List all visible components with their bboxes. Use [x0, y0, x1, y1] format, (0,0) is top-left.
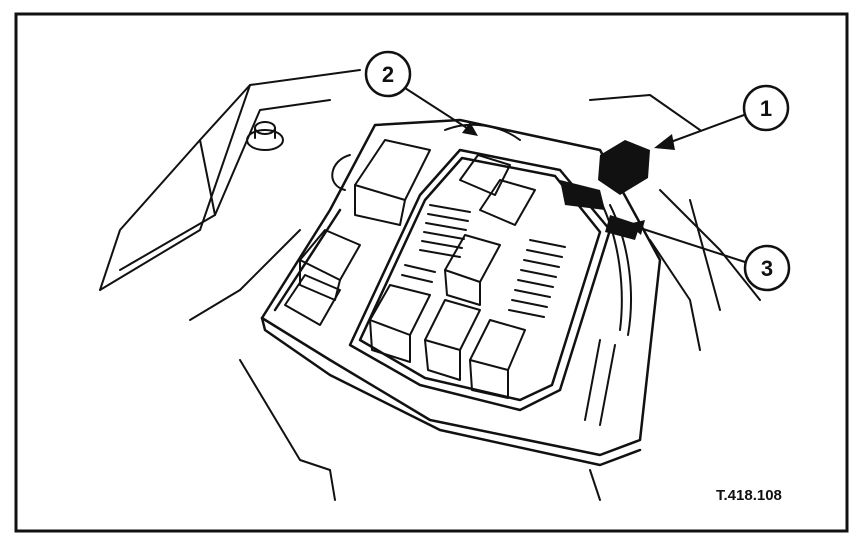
fuse-box-housing: [260, 118, 662, 467]
connector-plug: [560, 140, 650, 240]
mounting-stud: [246, 121, 284, 151]
callout-2-label: 2: [382, 62, 394, 87]
relay-blocks: [284, 139, 536, 399]
callout-3-label: 3: [761, 256, 773, 281]
figure-reference: T.418.108: [716, 487, 782, 504]
vehicle-body-outline: [99, 69, 761, 501]
figure-frame: [14, 12, 849, 533]
callout-3: 3: [628, 220, 791, 292]
callout-1: 1: [654, 84, 790, 150]
callout-1-label: 1: [760, 96, 772, 121]
callout-2: 2: [364, 50, 478, 136]
fuse-rows: [401, 204, 566, 318]
